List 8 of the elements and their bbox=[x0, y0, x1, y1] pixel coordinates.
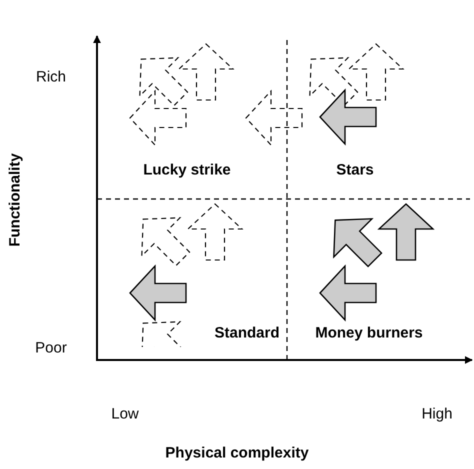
axis-title: Functionality bbox=[6, 153, 24, 247]
axis-tick-label: Rich bbox=[36, 68, 66, 86]
axis-tick-label: Low bbox=[111, 405, 139, 423]
axis-title: Physical complexity bbox=[165, 444, 309, 462]
quadrant-title: Lucky strike bbox=[141, 161, 233, 179]
axis-tick-label: Poor bbox=[35, 339, 67, 357]
quadrant-title: Money burners bbox=[313, 324, 425, 342]
axis-tick-label: High bbox=[422, 405, 452, 423]
